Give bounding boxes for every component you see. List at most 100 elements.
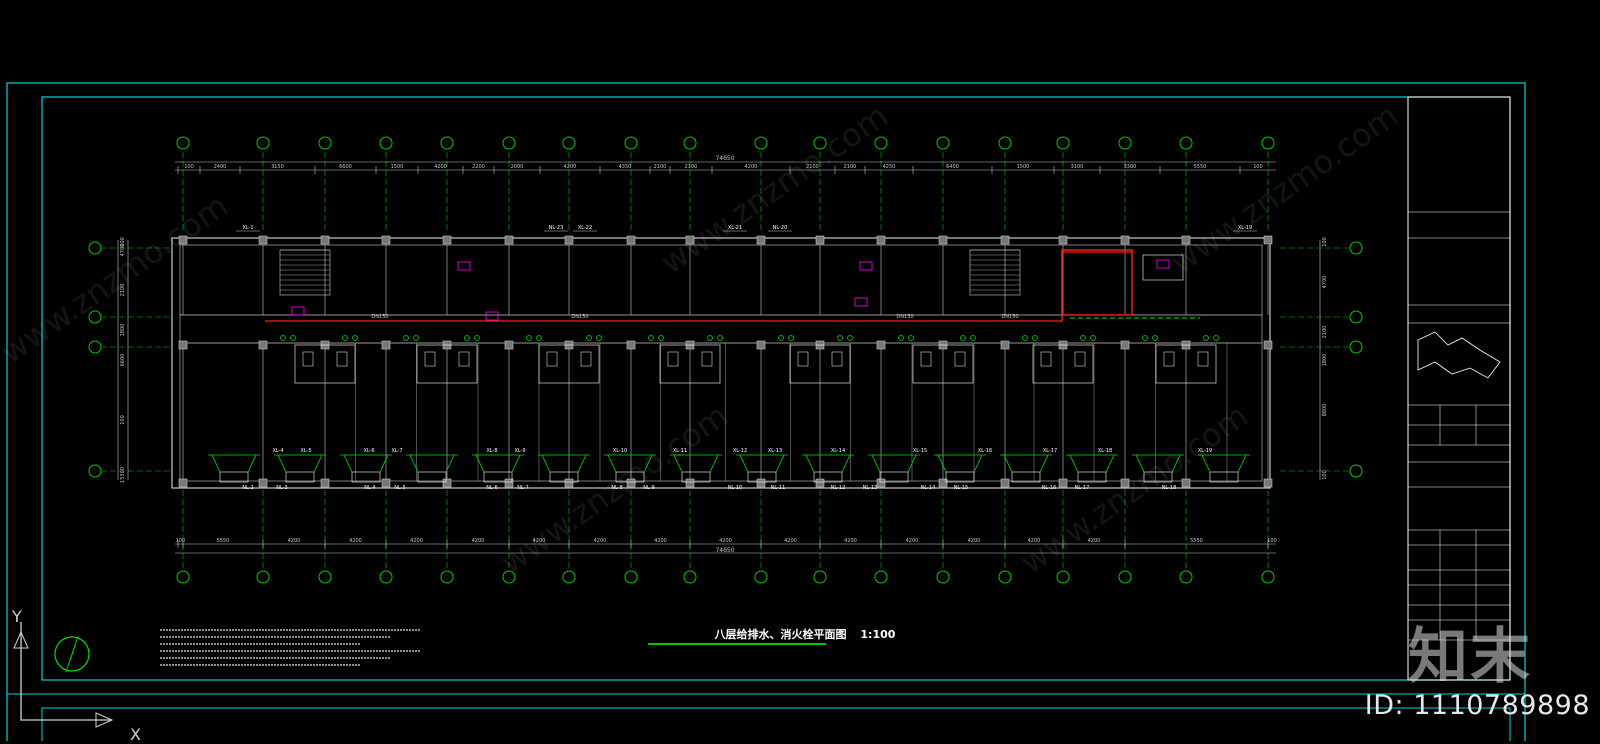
drain-label-bottom: NL-12 (831, 485, 846, 491)
hydrant-branch (1069, 454, 1115, 473)
hydrant-branch (871, 454, 917, 473)
axis-bubble (813, 570, 827, 584)
axis-bubble (1118, 136, 1132, 150)
axis-bubble (624, 136, 638, 150)
axis-bubble (998, 136, 1012, 150)
equipment-box (291, 306, 305, 316)
dimension-text-top: 2000 (511, 164, 524, 170)
drain-label-bottom: NL-9 (643, 485, 654, 491)
hydrant-cabinet (879, 471, 909, 483)
riser (290, 335, 296, 341)
pipe-label-bottom: XL-11 (673, 448, 687, 454)
axis-grid (88, 136, 1363, 584)
toilet-fixture (667, 351, 679, 367)
axis-bubble (624, 570, 638, 584)
axis-bubble (998, 570, 1012, 584)
pipe-label-top: NL-20 (773, 225, 788, 231)
bathroom-pod (659, 344, 721, 384)
column (442, 478, 452, 488)
hydrant-cabinet (813, 471, 843, 483)
toilet-fixture (1074, 351, 1086, 367)
dimension-text-top: 6400 (946, 164, 959, 170)
dimension-text-right: 1800 (1322, 354, 1328, 367)
axis-bubble (1349, 340, 1363, 354)
dimension-text-top: 2100 (685, 164, 698, 170)
axis-bubble (1056, 570, 1070, 584)
dimension-text-bottom: 4200 (288, 538, 301, 544)
axis-bubble (1349, 241, 1363, 255)
column (258, 235, 268, 245)
dimension-text-bottom: 4200 (1028, 538, 1041, 544)
next-sheet-border (41, 707, 1511, 741)
hydrant-branch (937, 454, 983, 473)
bathroom-pod (538, 344, 600, 384)
ucs-x-arrow (95, 712, 114, 728)
axis-bubble (176, 136, 190, 150)
axis-bubble (1261, 570, 1275, 584)
column (564, 235, 574, 245)
axis-bubble (88, 340, 102, 354)
drain-label-bottom: NL-11 (771, 485, 786, 491)
title-block (1407, 96, 1511, 681)
column (876, 478, 886, 488)
axis-bubble (88, 310, 102, 324)
column (1263, 340, 1273, 350)
column (626, 340, 636, 350)
column (876, 340, 886, 350)
hydrant-cabinet (945, 471, 975, 483)
riser (352, 335, 358, 341)
toilet-fixture (1163, 351, 1175, 367)
column (381, 478, 391, 488)
axis-bubble (562, 136, 576, 150)
dimension-text-right: 8800 (1322, 404, 1328, 417)
equipment-box (1156, 259, 1170, 269)
riser (1152, 335, 1158, 341)
dimension-text-left: 6600 (120, 354, 126, 367)
column (1181, 235, 1191, 245)
exterior-wall-inner (179, 244, 1263, 482)
equipment-box (485, 311, 499, 321)
pipe-label-bottom: XL-19 (1198, 448, 1212, 454)
hydrant-cabinet (1143, 471, 1173, 483)
axis-bubble (813, 136, 827, 150)
column (258, 340, 268, 350)
dimension-text-top: 100 (1253, 164, 1263, 170)
drain-label-bottom: NL-16 (1042, 485, 1057, 491)
north-arrow-circle (54, 636, 90, 672)
column (1000, 478, 1010, 488)
dimension-text-top: 2100 (806, 164, 819, 170)
title-block-frame (1407, 96, 1511, 681)
pipe-label-bottom: XL-4 (272, 448, 283, 454)
toilet-fixture (1040, 351, 1052, 367)
riser (526, 335, 532, 341)
axis-bubble (440, 136, 454, 150)
equipment-box (457, 261, 471, 271)
riser (970, 335, 976, 341)
drain-label-bottom: NL-14 (921, 485, 936, 491)
drain-label-bottom: NL-5 (394, 485, 405, 491)
inner-border (41, 96, 1511, 681)
dimension-text-bottom: 4200 (968, 538, 981, 544)
column (564, 478, 574, 488)
ucs-axes (20, 622, 112, 721)
column (756, 235, 766, 245)
toilet-fixture (954, 351, 966, 367)
column (685, 478, 695, 488)
axis-bubble (562, 570, 576, 584)
dimension-text-right: 4700 (1322, 276, 1328, 289)
pipe-label-top: XL-19 (1238, 225, 1252, 231)
bathroom-pod (416, 344, 478, 384)
main-water-pipe (265, 251, 1132, 322)
axis-bubble (754, 570, 768, 584)
axis-bubble (683, 136, 697, 150)
riser (847, 335, 853, 341)
column (626, 235, 636, 245)
axis-bubble (1349, 464, 1363, 478)
drain-label-bottom: NL-2 (242, 485, 253, 491)
hydrant-cabinet (681, 471, 711, 483)
axis-bubble (1056, 136, 1070, 150)
column (1120, 478, 1130, 488)
column (756, 340, 766, 350)
